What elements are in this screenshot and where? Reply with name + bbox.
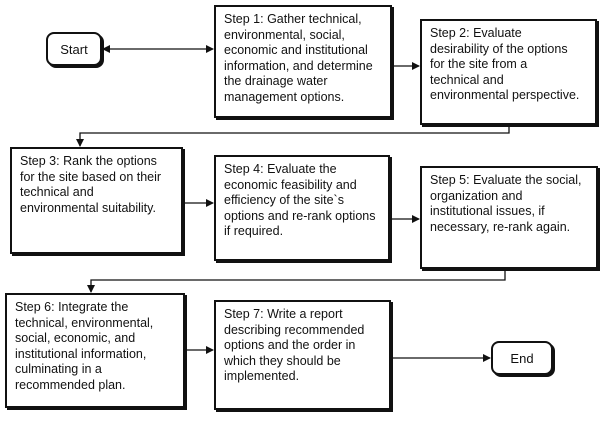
start-terminal: Start <box>46 32 102 66</box>
step-7-box: Step 7: Write a report describing recomm… <box>214 300 391 410</box>
step-3-box: Step 3: Rank the options for the site ba… <box>10 147 183 254</box>
arrow-step5-step6 <box>87 269 506 293</box>
step-4-box: Step 4: Evaluate the economic feasibilit… <box>214 155 390 261</box>
step-1-box: Step 1: Gather technical, environmental,… <box>214 5 392 118</box>
arrow-step2-step3 <box>76 125 510 147</box>
step-6-box: Step 6: Integrate the technical, environ… <box>5 293 185 408</box>
step-5-box: Step 5: Evaluate the social, organizatio… <box>420 166 598 269</box>
end-terminal: End <box>491 341 553 375</box>
step-2-box: Step 2: Evaluate desirability of the opt… <box>420 19 597 125</box>
